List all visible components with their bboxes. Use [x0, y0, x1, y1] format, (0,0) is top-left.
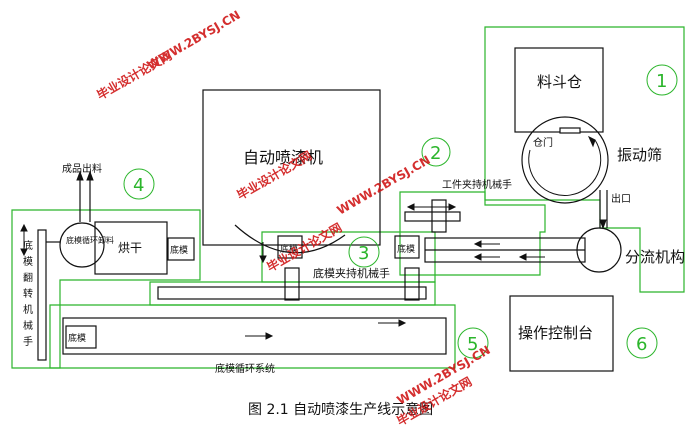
base-mold-label-d: 底模: [68, 332, 86, 344]
product-out-arrowhead-1: [76, 170, 84, 181]
watermarks: 毕业设计论文网 WWW.2BYSJ.CN 毕业设计论文网 WWW.2BYSJ.C…: [94, 8, 493, 428]
base-mold-box-3b: [394, 235, 420, 259]
zone-outlines: [11, 26, 685, 369]
flow-arrows: [20, 135, 607, 340]
feed-arrowhead-1: [473, 240, 482, 248]
zone-4-outline: [11, 209, 201, 369]
vertical-manipulator-bar: [37, 229, 47, 361]
auto-painter-label: 自动喷漆机: [243, 148, 323, 167]
watermark-en-2: WWW.2BYSJ.CN: [335, 153, 433, 218]
zone-5-outline: [149, 281, 436, 306]
screen-rotation-arc: [528, 139, 602, 196]
hopper-box: [514, 47, 604, 133]
feed-arrowhead-2: [473, 253, 482, 261]
zone-5-number: 5: [467, 334, 478, 355]
vibrating-screen-drum: [521, 116, 609, 204]
vertical-manipulator-label: 底模翻转机械手: [21, 239, 33, 352]
figure-caption: 图 2.1 自动喷漆生产线示意图: [248, 401, 433, 418]
workpiece-gripper-label: 工件夹持机械手: [442, 178, 512, 191]
control-panel-box: [509, 295, 614, 372]
zone-1-number: 1: [656, 71, 667, 92]
zone-5b-outline: [49, 304, 456, 369]
outlet-label: 出口: [611, 192, 631, 205]
zone-1-outline: [484, 26, 685, 293]
feed-arrowhead-3: [518, 253, 527, 261]
zone-3-marker: [348, 236, 380, 268]
product-out-label: 成品出料: [62, 162, 102, 175]
mold-cycle-unload-circle: [59, 222, 105, 268]
gripper-carriage: [431, 199, 447, 233]
vm-arrowhead-up: [20, 223, 28, 232]
gripper-arrowhead-left: [406, 203, 415, 211]
hopper-door: [559, 127, 581, 134]
zone-5-marker: [457, 327, 489, 359]
control-panel-label: 操作控制台: [518, 324, 593, 342]
base-gripper-post-right: [404, 267, 420, 301]
dryer-label: 烘干: [118, 241, 142, 255]
door-label: 仓门: [533, 136, 553, 149]
dryer-box: [94, 221, 168, 275]
zone3-vert-arrowhead: [259, 255, 267, 264]
base-mold-box-4: [167, 237, 195, 261]
zone-2-marker: [421, 137, 451, 167]
equipment: [37, 47, 622, 372]
watermark-en-1: WWW.2BYSJ.CN: [145, 8, 243, 73]
mold-cycle-unload-label: 底模循环卸料: [66, 235, 114, 245]
vibrating-screen-label: 振动筛: [617, 146, 662, 164]
zone-number-markers: 1 2 3 4 5 6: [123, 64, 678, 359]
screen-rotation-arrowhead: [587, 135, 596, 148]
cycle-arrowhead-2: [398, 319, 407, 327]
cycle-arrowhead-1: [265, 332, 274, 340]
zone-4-marker: [123, 168, 155, 200]
zone-1-marker: [646, 64, 678, 96]
base-cycle-system-label: 底模循环系统: [215, 362, 275, 375]
zone-6-number: 6: [636, 334, 647, 355]
base-cycle-conveyor: [62, 317, 447, 355]
gripper-arrowhead-right: [448, 203, 457, 211]
zone-6-marker: [626, 327, 658, 359]
base-mold-label-c: 底模: [280, 243, 298, 255]
product-out-arrowhead-2: [86, 170, 94, 181]
base-gripper-post-left: [284, 267, 300, 301]
base-mold-box-5: [65, 325, 97, 349]
base-mold-label-a: 底模: [170, 244, 188, 256]
base-gripper-track: [157, 286, 427, 300]
painter-base-arc: [234, 224, 346, 254]
zone-2-outline: [399, 191, 546, 276]
zone-3-number: 3: [358, 243, 369, 264]
base-gripper-label: 底模夹持机械手: [313, 266, 390, 280]
zone-4-number: 4: [133, 175, 144, 196]
splitter-label: 分流机构: [625, 248, 685, 266]
hopper-label: 料斗仓: [537, 73, 582, 91]
auto-painter-box: [202, 89, 381, 246]
base-mold-box-3a: [277, 235, 303, 259]
base-mold-label-b: 底模: [397, 243, 415, 255]
outlet-arrowhead: [599, 219, 607, 230]
zone-2-number: 2: [430, 143, 441, 164]
vm-arrowhead-down: [20, 248, 28, 257]
